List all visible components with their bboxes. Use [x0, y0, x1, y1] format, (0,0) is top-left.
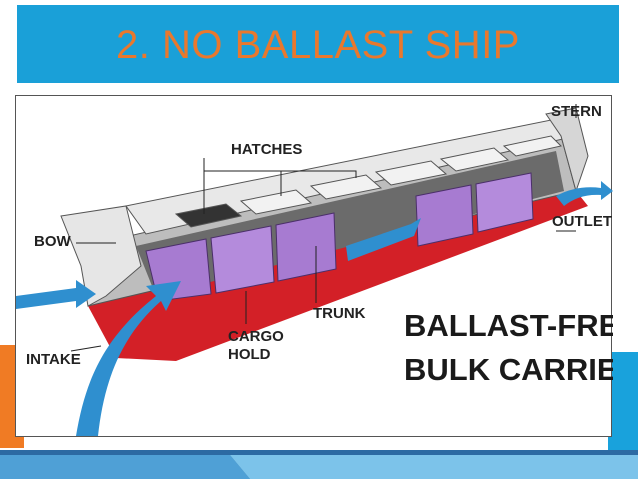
caption-line2: BULK CARRIER [404, 352, 613, 387]
label-cargo-line1: CARGO [228, 328, 284, 345]
label-bow: BOW [34, 233, 72, 250]
ship-illustration: HATCHES STERN BOW OUTLET TRUNK CARGO HOL… [16, 96, 613, 438]
slide-title: 2. NO BALLAST SHIP [17, 5, 619, 83]
label-cargo-line2: HOLD [228, 346, 271, 363]
label-outlet: OUTLET [552, 213, 612, 230]
label-hatches: HATCHES [231, 141, 302, 158]
label-trunk: TRUNK [313, 305, 366, 322]
caption-line1: BALLAST-FREE [404, 308, 613, 343]
bottom-stripe-decoration [0, 455, 638, 479]
label-intake: INTAKE [26, 351, 81, 368]
ship-diagram: HATCHES STERN BOW OUTLET TRUNK CARGO HOL… [15, 95, 612, 437]
title-bar: 2. NO BALLAST SHIP [17, 5, 619, 83]
label-stern: STERN [551, 103, 602, 120]
